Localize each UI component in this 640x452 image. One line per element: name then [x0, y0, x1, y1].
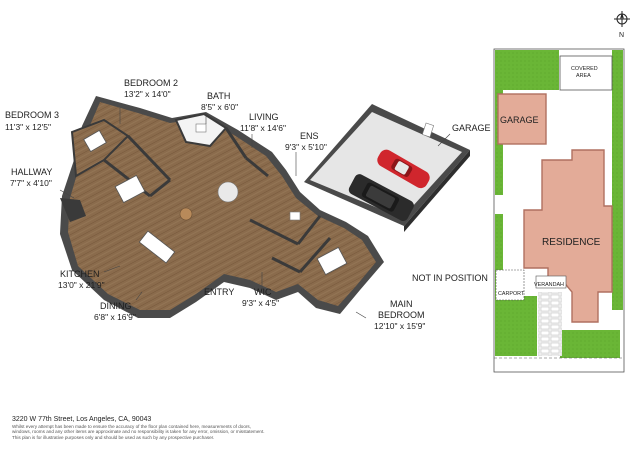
- lawn-top: [495, 50, 559, 90]
- interior-walls: [103, 127, 332, 274]
- site-garage-label: GARAGE: [500, 115, 539, 125]
- covered-area-label-2: AREA: [576, 73, 591, 79]
- bedroom3-dim: 11'3" x 12'5": [5, 122, 51, 132]
- dining-name: DINING: [100, 301, 132, 311]
- dining-table: [179, 207, 193, 221]
- site-residence: [523, 149, 613, 323]
- bed-main: [316, 246, 348, 276]
- bed-bedroom3: [83, 129, 107, 153]
- living-dim: 11'8" x 14'6": [240, 123, 286, 133]
- bedroom3-name: BEDROOM 3: [5, 110, 59, 120]
- property-address: 3220 W 77th Street, Los Angeles, CA, 900…: [12, 416, 152, 423]
- covered-area-label-1: COVERED: [571, 66, 598, 72]
- main-bedroom-name-2: BEDROOM: [378, 310, 425, 320]
- not-in-position-note: NOT IN POSITION: [412, 273, 488, 283]
- bath-fixture: [195, 123, 207, 133]
- garage-name: GARAGE: [452, 123, 491, 133]
- kitchen-name: KITCHEN: [60, 269, 100, 279]
- main-bedroom-dim: 12'10" x 15'9": [374, 321, 425, 331]
- room-labels: BEDROOM 2 13'2" x 14'0" BEDROOM 3 11'3" …: [5, 78, 491, 331]
- disclaimer-line-1: Whilst every attempt has been made to en…: [12, 424, 252, 429]
- wic-dim: 9'3" x 4'5": [242, 298, 279, 308]
- disclaimer-line-2: windows, rooms and any other items are a…: [12, 429, 265, 435]
- site-plan: COVERED AREA GARAGE RESIDENCE CARPORT VE…: [493, 48, 625, 373]
- ens-fixture: [289, 211, 301, 221]
- bath-name: BATH: [207, 91, 230, 101]
- bedroom2-dim: 13'2" x 14'0": [124, 89, 171, 99]
- garage-side-wall: [404, 150, 470, 232]
- disclaimer-line-3: This plan is for illustrative purposes o…: [12, 434, 215, 440]
- ens-dim: 9'3" x 5'10": [285, 142, 327, 152]
- wic-name: WIC: [254, 287, 272, 297]
- site-carport-label: CARPORT: [498, 291, 525, 297]
- footer: 3220 W 77th Street, Los Angeles, CA, 900…: [12, 416, 452, 440]
- covered-area: [559, 55, 613, 91]
- bedroom3-floor: [70, 118, 130, 178]
- kitchen-island: [138, 230, 176, 264]
- lawn-front-right: [560, 330, 620, 358]
- disclaimer: Whilst every attempt has been made to en…: [12, 424, 452, 440]
- house-3d-plan: [60, 96, 384, 318]
- hallway-dim: 7'7" x 4'10": [10, 178, 52, 188]
- bedroom2-name: BEDROOM 2: [124, 78, 178, 88]
- hallway-name: HALLWAY: [11, 167, 52, 177]
- site-residence-label: RESIDENCE: [542, 237, 601, 248]
- rug-living: [217, 181, 239, 203]
- garage-door-panel: [421, 122, 435, 138]
- lawn-right: [612, 50, 623, 310]
- site-paver-path: [538, 292, 562, 356]
- ens-name: ENS: [300, 131, 319, 141]
- car-black: [348, 174, 414, 222]
- bath-dim: 8'5" x 6'0": [201, 102, 238, 112]
- left-wing-wall: [60, 198, 86, 222]
- main-bedroom-name-1: MAIN: [390, 299, 413, 309]
- bed-bedroom2: [114, 174, 146, 204]
- site-carport: [495, 269, 525, 301]
- compass: N: [614, 11, 630, 39]
- site-verandah: [535, 275, 567, 289]
- lawn-front-left: [503, 296, 537, 356]
- dining-dim: 6'8" x 16'9": [94, 312, 136, 322]
- kitchen-dim: 13'0" x 21'9": [58, 280, 105, 290]
- garage-3d: [304, 104, 470, 232]
- entry-name: ENTRY: [204, 287, 234, 297]
- compass-north-label: N: [619, 32, 624, 39]
- site-verandah-label: VERANDAH: [534, 282, 564, 288]
- site-garage: [497, 93, 547, 145]
- car-red: [377, 149, 430, 189]
- living-name: LIVING: [249, 112, 279, 122]
